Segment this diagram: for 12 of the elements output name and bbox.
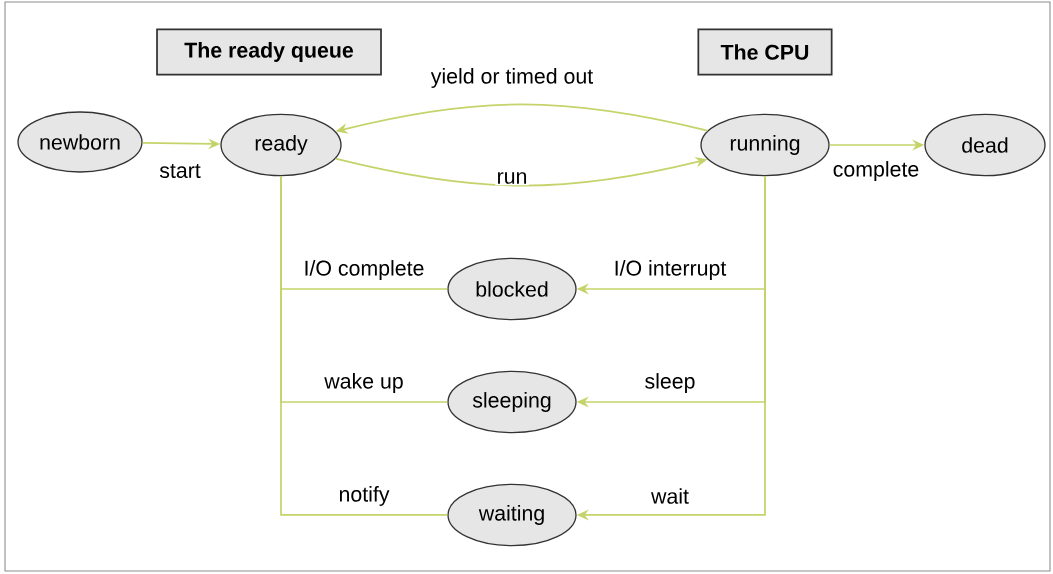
edge-label: complete	[831, 159, 921, 183]
title-box: The ready queue	[156, 28, 382, 76]
edge-label: sleep	[643, 371, 697, 395]
edge-label: wait	[649, 486, 691, 506]
edge-label: run	[495, 170, 529, 186]
title-box: The CPU	[697, 28, 833, 76]
edge-label: wake up	[322, 371, 406, 395]
edge-label: I/O complete	[302, 258, 426, 282]
edge-label: start	[157, 162, 203, 180]
edge-label: yield or timed out	[429, 66, 595, 90]
edge-label: notify	[337, 484, 391, 508]
edge-label: I/O interrupt	[612, 258, 728, 282]
